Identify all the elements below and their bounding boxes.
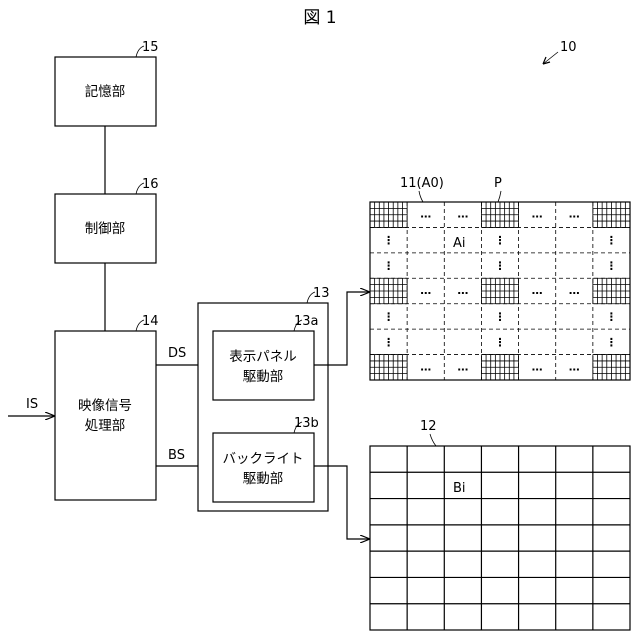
backlight-drive-block: [213, 433, 314, 502]
ellipsis-horizontal: …: [569, 360, 580, 373]
ellipsis-horizontal: …: [420, 284, 431, 297]
ellipsis-horizontal: …: [569, 208, 580, 221]
video-block-label-2: 処理部: [85, 418, 126, 434]
pixel-block: [593, 355, 630, 380]
video-block-label-1: 映像信号: [78, 398, 132, 414]
ellipsis-vertical: ⋮: [383, 260, 394, 273]
ellipsis-vertical: ⋮: [606, 336, 617, 349]
ellipsis-vertical: ⋮: [383, 310, 394, 323]
ellipsis-vertical: ⋮: [495, 234, 506, 247]
pixel-block: [593, 278, 630, 303]
panel-drive-ref: 13a: [294, 314, 319, 329]
system-ref-label: 10: [560, 40, 577, 55]
ellipsis-vertical: ⋮: [606, 310, 617, 323]
ellipsis-vertical: ⋮: [606, 234, 617, 247]
ellipsis-horizontal: …: [457, 208, 468, 221]
ellipsis-horizontal: …: [457, 284, 468, 297]
ellipsis-horizontal: …: [420, 208, 431, 221]
panel-drive-label-1: 表示パネル: [229, 349, 297, 365]
ellipsis-vertical: ⋮: [495, 260, 506, 273]
pixel-block: [370, 355, 407, 380]
display-panel: … … … … … … … … … … … … ⋮ ⋮ ⋮ ⋮ ⋮ ⋮ ⋮ ⋮ ⋮ ⋮ ⋮ ⋮: [370, 202, 630, 380]
bs-signal-label: BS: [168, 448, 185, 463]
panel-drive-label-2: 駆動部: [243, 369, 284, 385]
ellipsis-horizontal: …: [569, 284, 580, 297]
ellipsis-vertical: ⋮: [495, 336, 506, 349]
backlight-drive-label-1: バックライト: [223, 451, 304, 467]
ellipsis-horizontal: …: [457, 360, 468, 373]
display-panel-ref: 11(A0): [400, 176, 444, 191]
area-bi-label: Bi: [453, 481, 466, 496]
control-ref: 16: [142, 177, 159, 192]
pixel-block: [481, 355, 518, 380]
ellipsis-horizontal: …: [532, 284, 543, 297]
memory-ref: 15: [142, 40, 159, 55]
pixel-block: [370, 278, 407, 303]
panel-drive-block: [213, 331, 314, 400]
ellipsis-horizontal: …: [420, 360, 431, 373]
pixel-block: [481, 202, 518, 227]
ellipsis-vertical: ⋮: [606, 260, 617, 273]
backlight-grid: [370, 446, 630, 630]
video-ref: 14: [142, 314, 159, 329]
ellipsis-horizontal: …: [532, 360, 543, 373]
backlight-drive-ref: 13b: [294, 416, 319, 431]
ellipsis-vertical: ⋮: [383, 234, 394, 247]
pixel-block: [370, 202, 407, 227]
ellipsis-vertical: ⋮: [383, 336, 394, 349]
area-ai-label: Ai: [453, 236, 466, 251]
backlight-ref: 12: [420, 419, 437, 434]
pixel-block: [593, 202, 630, 227]
ellipsis-vertical: ⋮: [495, 310, 506, 323]
figure-title: 図 1: [303, 8, 336, 28]
ds-signal-label: DS: [168, 346, 186, 361]
video-processing-block: [55, 331, 156, 500]
control-block-label: 制御部: [85, 221, 126, 237]
ellipsis-horizontal: …: [532, 208, 543, 221]
backlight-drive-label-2: 駆動部: [243, 471, 284, 487]
is-signal-label: IS: [26, 397, 38, 412]
pixel-block: [481, 278, 518, 303]
pixel-ref: P: [494, 176, 502, 191]
memory-block-label: 記憶部: [85, 83, 126, 100]
drive-unit-ref: 13: [313, 286, 330, 301]
backlight-frame: [370, 446, 630, 630]
